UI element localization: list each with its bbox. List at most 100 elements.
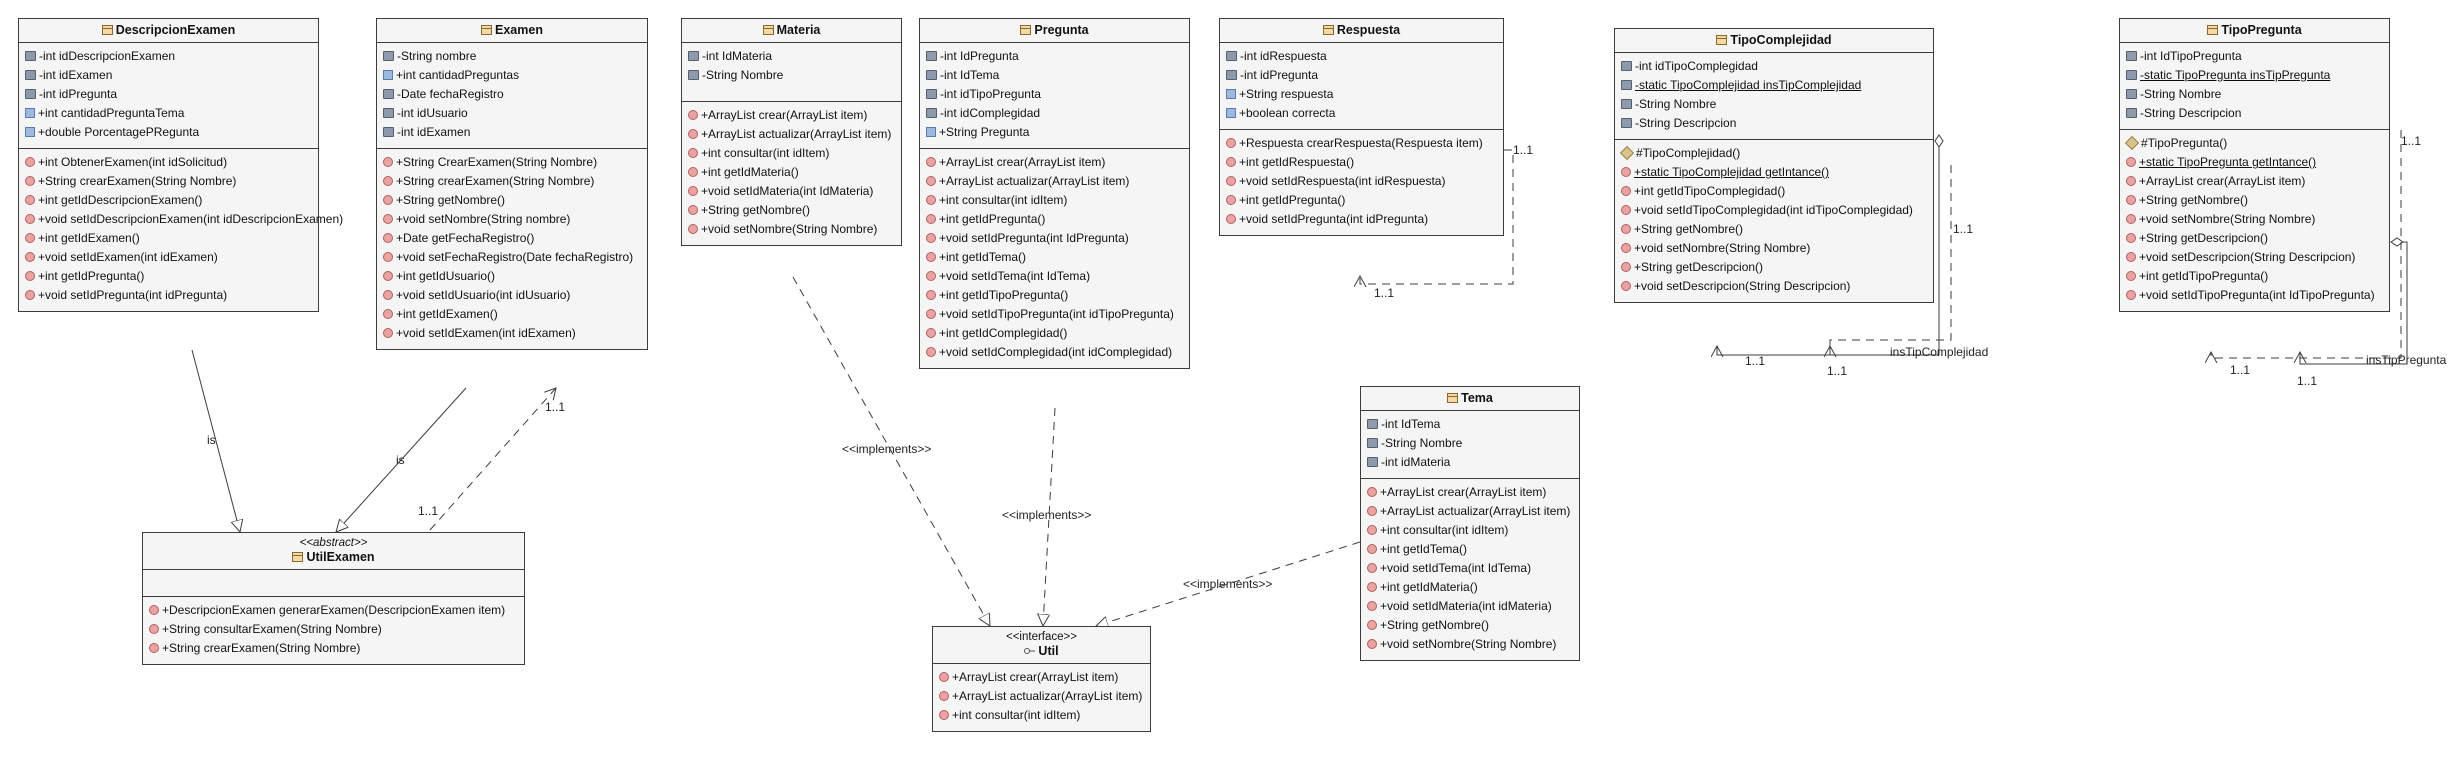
class-icon	[2207, 24, 2219, 35]
operation: +String getNombre()	[688, 201, 897, 220]
member-text: -String Nombre	[2140, 87, 2222, 101]
operation: #TipoPregunta()	[2124, 134, 2385, 153]
method-icon	[1226, 195, 1236, 205]
member-text: +void setIdTema(int IdTema)	[1380, 561, 1532, 575]
materia-implements-line	[792, 276, 990, 626]
method-icon	[149, 624, 159, 634]
class-icon	[1322, 24, 1334, 35]
attribute: -int idDescripcionExamen	[25, 47, 314, 66]
method-icon	[688, 224, 698, 234]
class-descripcion-examen[interactable]: DescripcionExamen -int idDescripcionExam…	[18, 18, 343, 312]
attribute: -int idUsuario	[383, 104, 643, 123]
class-name: Examen	[495, 23, 543, 37]
method-icon	[1226, 138, 1236, 148]
member-text: -int IdMateria	[702, 49, 773, 63]
member-text: #TipoPregunta()	[2141, 136, 2228, 150]
private-field-icon	[926, 51, 937, 61]
member-text: +String CrearExamen(String Nombre)	[396, 155, 598, 169]
member-text: -int idExamen	[39, 68, 113, 82]
member-text: +int getIdPregunta()	[939, 212, 1046, 226]
method-icon	[688, 167, 698, 177]
class-examen[interactable]: Examen -String nombre +int cantidadPregu…	[376, 18, 648, 350]
method-icon	[1367, 525, 1377, 535]
member-text: +void setIdTipoPregunta(int IdTipoPregun…	[2139, 288, 2375, 302]
class-materia[interactable]: Materia -int IdMateria -String Nombre +A…	[681, 18, 902, 246]
member-text: +void setIdUsuario(int idUsuario)	[396, 288, 571, 302]
private-field-icon	[2126, 70, 2137, 80]
method-icon	[926, 195, 936, 205]
operation: +void setIdTipoPregunta(int idTipoPregun…	[926, 305, 1185, 324]
method-icon	[1621, 167, 1631, 177]
method-icon	[1621, 281, 1631, 291]
operation: +String crearExamen(String Nombre)	[383, 172, 643, 191]
member-text: +void setIdTipoComplegidad(int idTipoCom…	[1634, 203, 1913, 217]
method-icon	[1226, 176, 1236, 186]
method-icon	[383, 233, 393, 243]
member-text: +void setNombre(String Nombre)	[2139, 212, 2316, 226]
class-tema[interactable]: Tema -int IdTema -String Nombre -int idM…	[1360, 386, 1580, 661]
operation: #TipoComplejidad()	[1619, 144, 1929, 163]
class-util-examen[interactable]: <<abstract>>UtilExamen +DescripcionExame…	[142, 532, 525, 665]
member-text: +int getIdMateria()	[1380, 580, 1478, 594]
operation: +ArrayList crear(ArrayList item)	[688, 106, 897, 125]
operation: +ArrayList actualizar(ArrayList item)	[1367, 502, 1575, 521]
member-text: +int cantidadPreguntas	[396, 68, 520, 82]
operation: +void setIdDescripcionExamen(int idDescr…	[25, 210, 343, 229]
private-field-icon	[926, 70, 937, 80]
method-icon	[25, 290, 35, 300]
class-tipo-pregunta[interactable]: TipoPregunta -int IdTipoPregunta -static…	[2119, 18, 2390, 312]
member-text: +String getNombre()	[2139, 193, 2249, 207]
member-text: +void setDescripcion(String Descripcion)	[2139, 250, 2356, 264]
class-respuesta[interactable]: Respuesta -int idRespuesta -int idPregun…	[1219, 18, 1504, 236]
interface-util[interactable]: <<interface>>Util +ArrayList crear(Array…	[932, 626, 1151, 732]
stereotype: <<interface>>	[1006, 631, 1077, 643]
class-tipo-complejidad[interactable]: TipoComplejidad -int idTipoComplegidad -…	[1614, 28, 1934, 303]
private-field-icon	[25, 89, 36, 99]
member-text: +String getDescripcion()	[1634, 260, 1764, 274]
multiplicity-label: 1..1	[1513, 143, 1534, 157]
member-text: +void setIdRespuesta(int idRespuesta)	[1239, 174, 1446, 188]
operations-section: +DescripcionExamen generarExamen(Descrip…	[143, 597, 524, 664]
member-text: +boolean correcta	[1239, 106, 1336, 120]
operation: +String getNombre()	[2126, 191, 2385, 210]
attributes-section: -int IdMateria -String Nombre	[682, 43, 901, 102]
multiplicity-label: 1..1	[545, 400, 566, 414]
member-text: -String nombre	[397, 49, 477, 63]
attribute: -String Nombre	[688, 66, 897, 85]
member-text: +Respuesta crearRespuesta(Respuesta item…	[1239, 136, 1483, 150]
member-text: +String crearExamen(String Nombre)	[162, 641, 361, 655]
operation: +int consultar(int idItem)	[939, 706, 1146, 725]
method-icon	[926, 233, 936, 243]
member-text: +ArrayList actualizar(ArrayList item)	[701, 127, 892, 141]
method-icon	[1367, 544, 1377, 554]
method-icon	[926, 214, 936, 224]
multiplicity-label: 1..1	[418, 504, 439, 518]
class-pregunta[interactable]: Pregunta -int IdPregunta -int IdTema -in…	[919, 18, 1190, 369]
method-icon	[25, 157, 35, 167]
member-text: -int idUsuario	[397, 106, 468, 120]
method-icon	[926, 309, 936, 319]
member-text: +void setNombre(String Nombre)	[1634, 241, 1811, 255]
method-icon	[1621, 205, 1631, 215]
member-text: -int idComplegidad	[940, 106, 1041, 120]
public-field-icon	[1226, 108, 1236, 118]
class-icon	[481, 24, 493, 35]
attribute: +double PorcentagePRegunta	[25, 123, 314, 142]
attribute: -int idTipoComplegidad	[1621, 57, 1929, 76]
implements-label: <<implements>>	[842, 442, 932, 456]
member-text: +void setIdPregunta(int idPregunta)	[1239, 212, 1429, 226]
private-field-icon	[1621, 61, 1632, 71]
operation: +Date getFechaRegistro()	[383, 229, 643, 248]
operation: +void setIdMateria(int IdMateria)	[688, 182, 897, 201]
operation: +ArrayList crear(ArrayList item)	[1367, 483, 1575, 502]
attribute: -String Nombre	[2126, 85, 2385, 104]
multiplicity-label: 1..1	[1745, 354, 1766, 368]
stereotype: <<abstract>>	[299, 537, 368, 549]
operation: +int getIdPregunta()	[25, 267, 314, 286]
tipocomplejidad-self-dashed	[1829, 165, 1952, 346]
method-icon	[939, 672, 949, 682]
operation: +void setIdTema(int IdTema)	[1367, 559, 1575, 578]
operation: +String getDescripcion()	[2126, 229, 2385, 248]
method-icon	[926, 347, 936, 357]
respuesta-self-assoc	[1360, 149, 1514, 284]
